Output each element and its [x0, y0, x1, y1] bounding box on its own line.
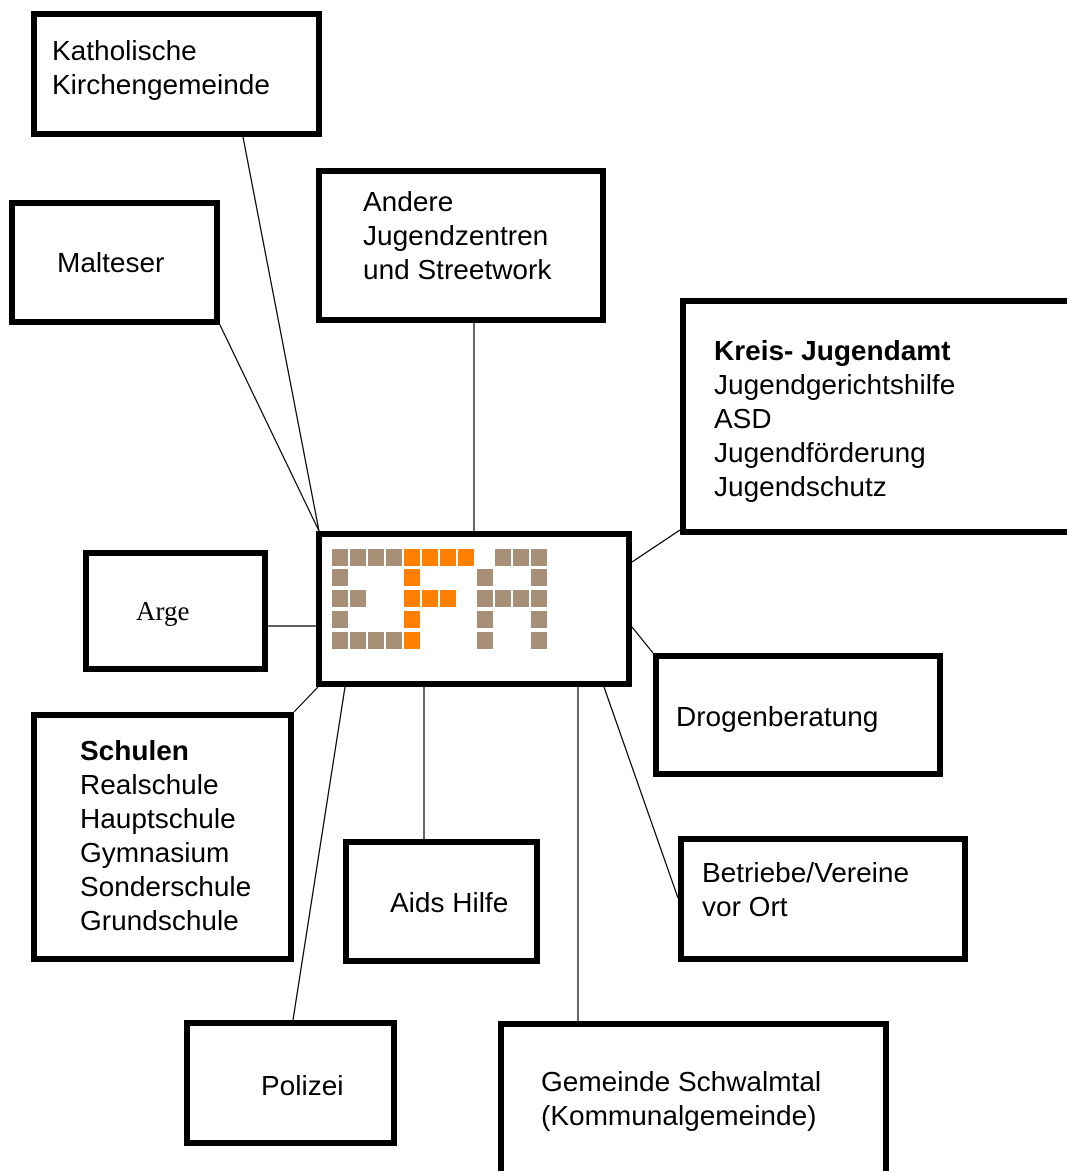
node-center-efa: [316, 531, 632, 687]
node-line: (Kommunalgemeinde): [541, 1100, 817, 1131]
link-poliz: [292, 686, 346, 1021]
logo-block: [477, 590, 493, 607]
node-line: Jugendzentren: [363, 220, 549, 251]
logo-block: [404, 569, 420, 586]
node-line: Jugendschutz: [714, 471, 887, 502]
logo-block: [350, 549, 366, 566]
node-line: Drogenberatung: [676, 701, 879, 732]
logo-block: [513, 549, 529, 566]
logo-block: [332, 569, 348, 586]
logo-block: [368, 632, 384, 649]
node-line: Katholische: [52, 35, 197, 66]
logo-block: [458, 549, 474, 566]
node-line: Sonderschule: [80, 871, 252, 902]
node-schulen: Schulen Realschule Hauptschule Gymnasium…: [31, 712, 294, 962]
node-betriebe-vereine: Betriebe/Vereine vor Ort: [678, 836, 968, 962]
link-betr: [603, 686, 679, 899]
node-gemeinde-schwalmtal: Gemeinde Schwalmtal (Kommunalgemeinde): [498, 1021, 889, 1171]
logo-block: [422, 590, 438, 607]
logo-block: [350, 590, 366, 607]
node-kreis-jugendamt: Kreis- Jugendamt Jugendgerichtshilfe ASD…: [680, 298, 1067, 535]
node-line: Kirchengemeinde: [52, 69, 270, 100]
logo-block: [531, 569, 547, 586]
node-title: Kreis- Jugendamt: [714, 335, 951, 366]
logo-block: [477, 611, 493, 628]
node-line: Aids Hilfe: [390, 887, 509, 918]
node-line: Arge: [136, 596, 190, 626]
logo-block: [404, 611, 420, 628]
logo-block: [404, 590, 420, 607]
logo-block: [477, 569, 493, 586]
logo-block: [422, 549, 438, 566]
node-title: Schulen: [80, 735, 189, 766]
node-andere-jugendzentren: Andere Jugendzentren und Streetwork: [316, 168, 606, 323]
logo-block: [332, 549, 348, 566]
logo-block: [531, 590, 547, 607]
node-line: vor Ort: [702, 891, 788, 922]
logo-block: [440, 590, 456, 607]
link-kreis: [631, 529, 681, 563]
logo-block: [350, 632, 366, 649]
logo-block: [386, 632, 402, 649]
logo-block: [531, 632, 547, 649]
link-malt: [219, 324, 320, 532]
node-line: Hauptschule: [80, 803, 236, 834]
node-line: Betriebe/Vereine: [702, 857, 910, 888]
logo-block: [531, 611, 547, 628]
logo-block: [404, 632, 420, 649]
node-drogenberatung: Drogenberatung: [653, 653, 943, 777]
node-line: Malteser: [57, 247, 165, 278]
link-kath: [242, 136, 320, 532]
logo-block: [495, 549, 511, 566]
logo-block: [531, 549, 547, 566]
node-line: Grundschule: [80, 905, 239, 936]
link-drogen: [631, 626, 654, 654]
logo-block: [368, 549, 384, 566]
logo-block: [477, 632, 493, 649]
node-line: Gemeinde Schwalmtal: [541, 1066, 822, 1097]
node-line: Jugendförderung: [714, 437, 926, 468]
node-polizei: Polizei: [184, 1020, 397, 1146]
node-katholische-kirchengemeinde: Katholische Kirchengemeinde: [31, 11, 322, 137]
node-arge: Arge: [83, 550, 268, 672]
node-line: Realschule: [80, 769, 219, 800]
logo-block: [332, 632, 348, 649]
logo-block: [332, 611, 348, 628]
logo-block: [386, 549, 402, 566]
node-line: und Streetwork: [363, 254, 552, 285]
logo-block: [404, 549, 420, 566]
logo-block: [495, 590, 511, 607]
link-schul: [293, 686, 319, 713]
logo-block: [332, 590, 348, 607]
node-line: Gymnasium: [80, 837, 230, 868]
node-line: Polizei: [261, 1070, 344, 1101]
node-line: Andere: [363, 186, 454, 217]
node-aids-hilfe: Aids Hilfe: [343, 839, 540, 964]
node-line: Jugendgerichtshilfe: [714, 369, 956, 400]
efa-logo-icon: [332, 549, 547, 649]
logo-block: [513, 590, 529, 607]
logo-block: [440, 549, 456, 566]
node-malteser: Malteser: [9, 200, 220, 325]
node-line: ASD: [714, 403, 772, 434]
